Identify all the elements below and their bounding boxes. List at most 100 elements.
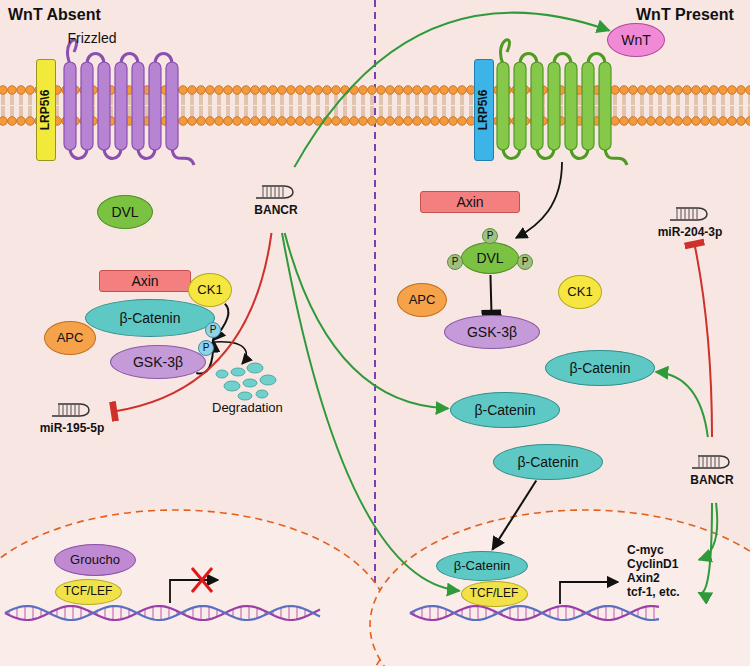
lipid-head bbox=[359, 86, 368, 95]
node-text: Axin bbox=[456, 194, 483, 210]
block-mark bbox=[192, 568, 212, 592]
lipid-tail bbox=[461, 94, 462, 105]
lipid-tail bbox=[688, 106, 689, 117]
transmembrane-helix bbox=[166, 62, 178, 150]
lipid-head bbox=[647, 86, 656, 95]
dna-rung bbox=[112, 606, 114, 620]
beta-catenin: β-Catenin bbox=[85, 299, 215, 337]
lipid-tail bbox=[407, 94, 408, 105]
lipid-tail bbox=[436, 94, 437, 105]
lipid-tail bbox=[544, 94, 545, 105]
lipid-tail bbox=[598, 94, 599, 105]
rna-pair bbox=[697, 209, 698, 219]
lipid-tail bbox=[614, 106, 615, 117]
lipid-head bbox=[269, 117, 278, 126]
lipid-head bbox=[431, 117, 440, 126]
node-text: APC bbox=[57, 331, 84, 346]
lipid-head bbox=[413, 86, 422, 95]
dna-strand bbox=[410, 606, 659, 620]
lipid-head bbox=[296, 86, 305, 95]
transmembrane-helix bbox=[599, 62, 611, 150]
node-text: DVL bbox=[111, 204, 138, 220]
lipid-tail bbox=[31, 106, 32, 117]
lipid-tail bbox=[704, 106, 705, 117]
lipid-tail bbox=[283, 94, 284, 105]
lipid-tail bbox=[362, 106, 363, 117]
lipid-head bbox=[341, 117, 350, 126]
lipid-tail bbox=[193, 106, 194, 117]
dna-rung bbox=[160, 606, 162, 620]
lipid-head bbox=[206, 86, 215, 95]
transmembrane-helix bbox=[149, 62, 161, 150]
lipid-tail bbox=[184, 94, 185, 105]
rna-pair bbox=[699, 457, 700, 467]
lipid-head bbox=[188, 86, 197, 95]
lipid-tail bbox=[362, 94, 363, 105]
rna-pair bbox=[693, 209, 694, 219]
transmembrane-helix bbox=[115, 62, 127, 150]
lipid-tail bbox=[247, 106, 248, 117]
lipid-tail bbox=[299, 106, 300, 117]
lipid-head bbox=[710, 86, 719, 95]
lipid-tail bbox=[652, 106, 653, 117]
axin-protein: Axin bbox=[99, 270, 191, 292]
lipid-tail bbox=[308, 94, 309, 105]
lipid-tail bbox=[409, 94, 410, 105]
transmembrane-helix bbox=[548, 62, 560, 150]
lipid-tail bbox=[733, 94, 734, 105]
lipid-tail bbox=[200, 106, 201, 117]
lipid-tail bbox=[670, 94, 671, 105]
rna-pair bbox=[711, 457, 712, 467]
nucleus bbox=[0, 510, 390, 666]
dna-rung bbox=[104, 608, 106, 619]
lipid-tail bbox=[22, 94, 23, 105]
lipid-head bbox=[17, 117, 26, 126]
lipid-tail bbox=[301, 94, 302, 105]
lipid-tail bbox=[661, 94, 662, 105]
lipid-tail bbox=[641, 94, 642, 105]
lipid-tail bbox=[238, 106, 239, 117]
dna-rung bbox=[653, 606, 655, 620]
lipid-tail bbox=[344, 106, 345, 117]
lipid-tail bbox=[281, 94, 282, 105]
rna-pair bbox=[279, 187, 280, 197]
lipid-tail bbox=[200, 94, 201, 105]
lipid-tail bbox=[686, 94, 687, 105]
dna-rung bbox=[437, 607, 439, 620]
lipid-tail bbox=[659, 106, 660, 117]
lipid-head bbox=[197, 86, 206, 95]
node-text: BANCR bbox=[690, 474, 733, 488]
lipid-tail bbox=[463, 106, 464, 117]
lipid-tail bbox=[265, 106, 266, 117]
node-text: miR-204-3p bbox=[658, 226, 723, 240]
lipid-tail bbox=[470, 94, 471, 105]
lipid-tail bbox=[128, 106, 129, 117]
lipid-tail bbox=[371, 94, 372, 105]
lipid-tail bbox=[254, 94, 255, 105]
groucho-protein: Groucho bbox=[54, 544, 136, 576]
dna-rung bbox=[429, 606, 431, 620]
lipid-tail bbox=[641, 106, 642, 117]
node-text: β-Catenin bbox=[454, 559, 511, 574]
lipid-tail bbox=[706, 94, 707, 105]
node-text: miR-195-5p bbox=[40, 422, 105, 436]
lipid-head bbox=[656, 117, 665, 126]
dna-rung bbox=[80, 608, 82, 619]
lipid-tail bbox=[94, 106, 95, 117]
lipid-tail bbox=[416, 106, 417, 117]
dna bbox=[5, 606, 659, 620]
rna-strand bbox=[670, 208, 707, 220]
dna-rung bbox=[280, 608, 282, 619]
node-text: Axin bbox=[131, 273, 158, 289]
tcf-lef-factor: TCF/LEF bbox=[461, 581, 528, 607]
dna-rung bbox=[296, 607, 298, 620]
lipid-tail bbox=[697, 94, 698, 105]
lipid-head bbox=[746, 117, 750, 126]
lipid-tail bbox=[461, 106, 462, 117]
lipid-tail bbox=[211, 94, 212, 105]
lipid-tail bbox=[632, 94, 633, 105]
note-label: Degradation bbox=[212, 400, 283, 415]
activation-arrow bbox=[699, 503, 717, 560]
rna-pair bbox=[275, 187, 276, 197]
lipid-tail bbox=[146, 94, 147, 105]
